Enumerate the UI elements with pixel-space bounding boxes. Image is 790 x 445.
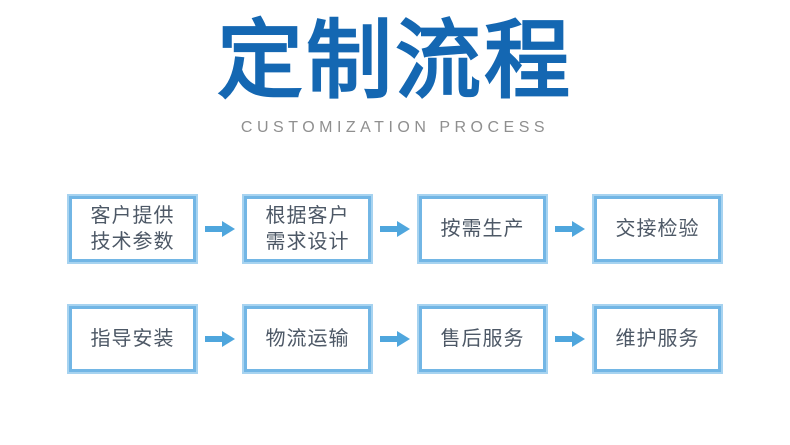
flow-row-2: 指导安装 物流运输 售后服务 维护服务 [67,304,723,374]
flow-step-label: 客户提供 技术参数 [90,205,175,253]
flow-step-maintenance: 维护服务 [592,304,723,374]
arrow-right-icon [380,331,410,347]
flow-step-label: 交接检验 [615,218,700,240]
flow-step-customer-specs: 客户提供 技术参数 [67,194,198,264]
flow-step-production: 按需生产 [417,194,548,264]
arrow-right-icon [205,331,235,347]
flow-step-label: 按需生产 [440,218,525,240]
flow-step-installation: 指导安装 [67,304,198,374]
flow-step-label: 维护服务 [615,328,700,350]
flow-step-label: 物流运输 [265,328,350,350]
page-title: 定制流程 [217,13,573,109]
flow-step-inspection: 交接检验 [592,194,723,264]
flow-step-label: 根据客户 需求设计 [265,205,350,253]
flow-step-design: 根据客户 需求设计 [242,194,373,264]
page-subtitle: CUSTOMIZATION PROCESS [240,119,550,136]
header: 定制流程 CUSTOMIZATION PROCESS [0,0,790,137]
flow-step-after-sales: 售后服务 [417,304,548,374]
flow-row-1: 客户提供 技术参数 根据客户 需求设计 按需生产 交接检验 [67,194,723,264]
flow-step-label: 售后服务 [440,328,525,350]
arrow-right-icon [555,221,585,237]
flow-step-label: 指导安装 [90,328,175,350]
arrow-right-icon [380,221,410,237]
process-flow-diagram: 客户提供 技术参数 根据客户 需求设计 按需生产 交接检验 指导安装 物流运输 [0,137,790,374]
arrow-right-icon [555,331,585,347]
arrow-right-icon [205,221,235,237]
flow-step-logistics: 物流运输 [242,304,373,374]
